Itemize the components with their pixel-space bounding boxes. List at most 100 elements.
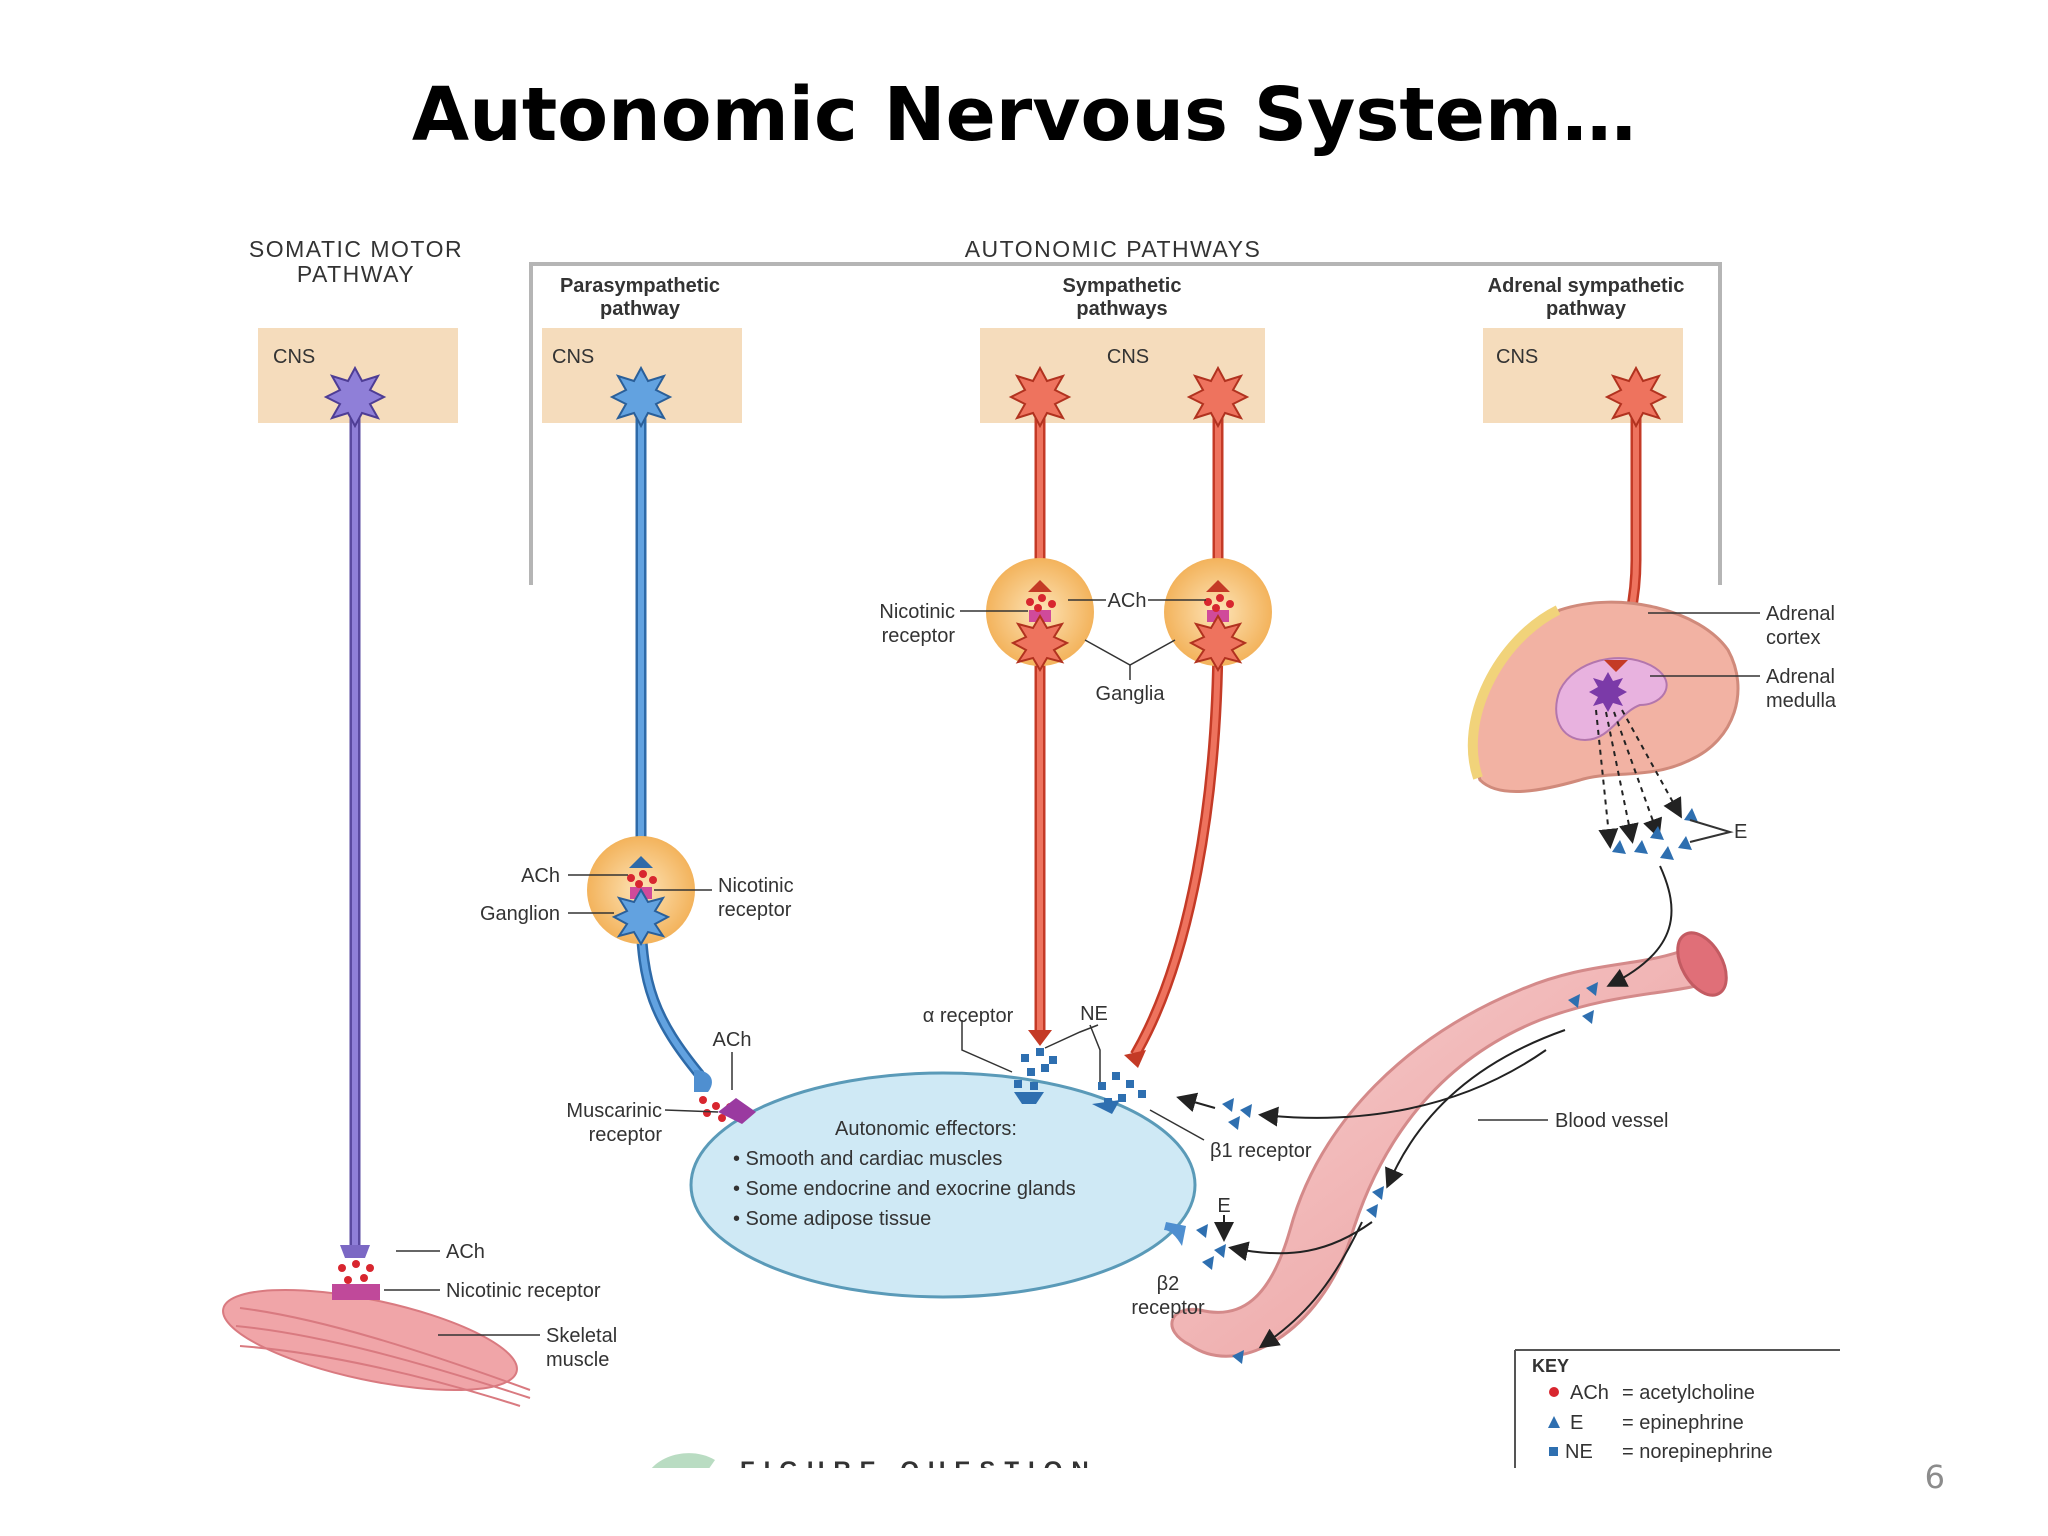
- epinephrine-triangles-beta1: [1222, 1098, 1252, 1130]
- beta1-receptor-shape: [1092, 1100, 1120, 1114]
- adrenal-cortex-edge: [1467, 605, 1561, 780]
- blood-vessel-opening: [1676, 931, 1728, 997]
- muscarinic-receptor-shape: [718, 1098, 756, 1124]
- somatic-header-line1: SOMATIC MOTOR: [249, 236, 463, 262]
- beta1-receptor-label: β1 receptor: [1210, 1140, 1312, 1162]
- slide-title: Autonomic Nervous System…: [411, 72, 1637, 158]
- adrenal-e-bracket: [1689, 819, 1734, 843]
- parasympathetic-ganglion-ach-dots: [627, 870, 657, 888]
- beta2-line1: β2: [1157, 1273, 1180, 1295]
- somatic-ach-dots: [338, 1260, 374, 1284]
- ganglion-label: Ganglion: [480, 903, 560, 925]
- sympathetic-cell-body-1: [1008, 365, 1072, 429]
- autonomic-bracket: [529, 262, 1722, 585]
- key-e-triangle: [1548, 1416, 1560, 1428]
- adrenal-to-vessel-arrow: [1606, 865, 1673, 987]
- adrenal-chromaffin-cell: [1589, 672, 1627, 712]
- ganglia-label: Ganglia: [1096, 683, 1166, 705]
- slide-number: 6: [1924, 1458, 1945, 1496]
- sympathetic-postganglionic-cell-2: [1188, 614, 1248, 672]
- parasympathetic-effector-terminal: [694, 1070, 712, 1092]
- skeletal-muscle-line1: Skeletal: [546, 1325, 617, 1347]
- adrenal-cortex-line1: Adrenal: [1766, 603, 1835, 625]
- parasympathetic-cns-label: CNS: [552, 346, 594, 368]
- sympathetic-title-line1: Sympathetic: [1063, 275, 1182, 297]
- epinephrine-triangles-beta2: [1196, 1224, 1226, 1270]
- adrenal-epinephrine-triangles: [1612, 808, 1698, 860]
- beta2-receptor-shape: [1164, 1222, 1186, 1246]
- figure-question-swoosh: [650, 1453, 715, 1470]
- adrenal-title-line1: Adrenal sympathetic: [1488, 275, 1685, 297]
- sympathetic-terminal-1: [1028, 580, 1052, 592]
- vessel-to-beta1-arrow: [1258, 1049, 1547, 1127]
- parasympathetic-terminal: [629, 856, 653, 868]
- autonomic-header: AUTONOMIC PATHWAYS: [965, 236, 1262, 262]
- ne-label: NE: [1080, 1003, 1108, 1025]
- adrenal-title-line2: pathway: [1546, 298, 1627, 320]
- key-row-e-meaning: = epinephrine: [1622, 1412, 1744, 1434]
- adrenal-medulla-line1: Adrenal: [1766, 666, 1835, 688]
- beta2-e-label: E: [1217, 1195, 1230, 1217]
- muscarinic-line1: Muscarinic: [566, 1100, 662, 1122]
- somatic-nicotinic-label: Nicotinic receptor: [446, 1280, 601, 1302]
- alpha-receptor-label: α receptor: [923, 1005, 1014, 1027]
- somatic-cell-body: [323, 365, 387, 429]
- somatic-ach-label: ACh: [446, 1241, 485, 1263]
- blood-vessel-label: Blood vessel: [1555, 1110, 1668, 1132]
- adrenal-e-label: E: [1734, 821, 1747, 843]
- sympathetic-nicotinic-line2: receptor: [882, 625, 956, 647]
- parasympathetic-title-line1: Parasympathetic: [560, 275, 720, 297]
- key-row-ach-meaning: = acetylcholine: [1622, 1382, 1755, 1404]
- adrenal-cns-label: CNS: [1496, 346, 1538, 368]
- muscarinic-line2: receptor: [589, 1124, 663, 1146]
- effector-item-2: • Some endocrine and exocrine glands: [733, 1178, 1076, 1200]
- sympathetic-effector-terminal-2: [1124, 1050, 1146, 1068]
- parasympathetic-terminal-ach-label: ACh: [713, 1029, 752, 1051]
- sympathetic-effector-terminal-1: [1028, 1030, 1052, 1046]
- skeletal-muscle: [222, 1288, 518, 1392]
- adrenal-cell-body: [1604, 365, 1668, 429]
- effectors-title: Autonomic effectors:: [835, 1118, 1017, 1140]
- parasympathetic-nicotinic-line2: receptor: [718, 899, 792, 921]
- effector-item-3: • Some adipose tissue: [733, 1208, 931, 1230]
- key-row-ne-symbol: NE: [1565, 1441, 1593, 1463]
- parasympathetic-postganglionic-cell: [611, 888, 671, 946]
- sympathetic-cell-body-2: [1186, 365, 1250, 429]
- vessel-to-beta2-arrow: [1228, 1221, 1373, 1262]
- parasympathetic-title-line2: pathway: [600, 298, 681, 320]
- key-row-e-symbol: E: [1570, 1412, 1583, 1434]
- parasympathetic-cell-body: [609, 365, 673, 429]
- sympathetic-nicotinic-line1: Nicotinic: [879, 601, 955, 623]
- effector-item-1: • Smooth and cardiac muscles: [733, 1148, 1002, 1170]
- vessel-epinephrine-triangles: [1232, 982, 1598, 1364]
- key-ne-square: [1549, 1447, 1558, 1456]
- somatic-terminal: [340, 1245, 370, 1258]
- somatic-header-line2: PATHWAY: [297, 261, 415, 287]
- adrenal-release-arrows: [1595, 709, 1682, 849]
- key-ach-dot: [1549, 1387, 1559, 1397]
- adrenal-cortex-line2: cortex: [1766, 627, 1820, 649]
- vessel-flow-arrow-1: [1385, 1029, 1566, 1189]
- key-title: KEY: [1532, 1356, 1569, 1376]
- beta1-inward-arrow: [1176, 1092, 1216, 1113]
- sympathetic-ach-label: ACh: [1108, 590, 1147, 612]
- vessel-flow-arrow-2: [1258, 1221, 1363, 1349]
- beta2-line2: receptor: [1131, 1297, 1205, 1319]
- key-row-ne-meaning: = norepinephrine: [1622, 1441, 1773, 1463]
- parasympathetic-nicotinic-line1: Nicotinic: [718, 875, 794, 897]
- sympathetic-postganglionic-axon-2-highlight: [1132, 629, 1221, 1057]
- effector-oval: [689, 1071, 1197, 1299]
- somatic-cns-label: CNS: [273, 346, 315, 368]
- leader-lines: [384, 599, 1760, 1336]
- alpha-receptor-shape: [1014, 1092, 1044, 1104]
- figure-crop-mask: [600, 1468, 1100, 1498]
- sympathetic-terminal-2: [1206, 580, 1230, 592]
- sympathetic-postganglionic-cell-1: [1010, 614, 1070, 672]
- sympathetic-title-line2: pathways: [1076, 298, 1167, 320]
- sympathetic-cns-label: CNS: [1107, 346, 1149, 368]
- muscle-striations: [235, 1307, 531, 1407]
- adrenal-terminal: [1604, 660, 1628, 672]
- skeletal-muscle-line2: muscle: [546, 1349, 609, 1371]
- parasympathetic-ach-label: ACh: [521, 865, 560, 887]
